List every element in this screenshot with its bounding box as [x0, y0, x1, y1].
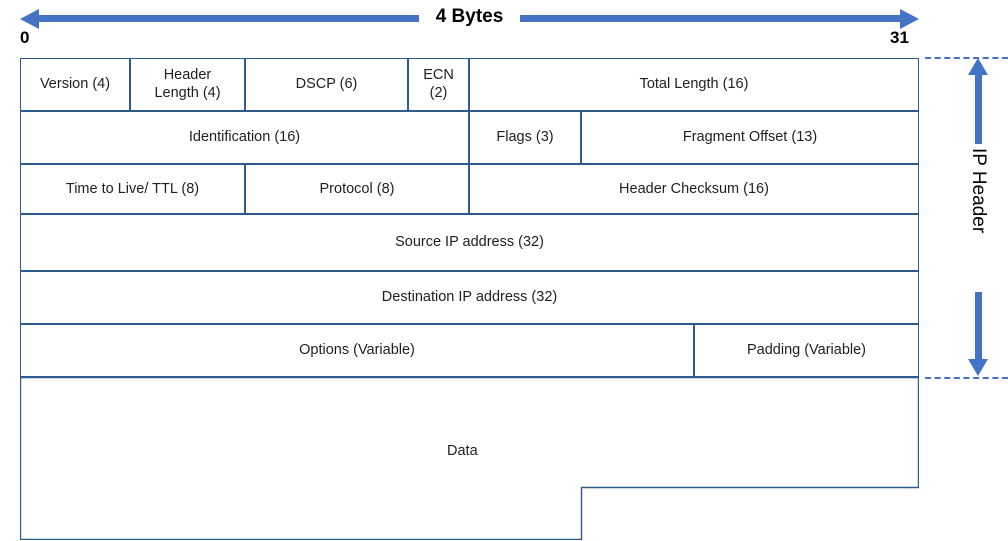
field-identification: Identification (16) [20, 111, 469, 164]
field-dscp: DSCP (6) [245, 58, 408, 111]
field-ecn: ECN(2) [408, 58, 469, 111]
field-source-ip: Source IP address (32) [20, 214, 919, 271]
arrow-head-down-icon [968, 359, 988, 376]
width-label: 4 Bytes [435, 6, 504, 27]
bracket-dash-bottom [925, 377, 1008, 379]
field-protocol: Protocol (8) [245, 164, 469, 214]
bit-index-start: 0 [20, 28, 30, 47]
width-arrow-line-left [38, 15, 419, 22]
arrow-head-up-icon [968, 58, 988, 75]
field-flags: Flags (3) [469, 111, 581, 164]
arrow-head-left-icon [20, 9, 39, 29]
field-header-checksum: Header Checksum (16) [469, 164, 919, 214]
field-padding: Padding (Variable) [694, 324, 919, 377]
field-fragment-offset: Fragment Offset (13) [581, 111, 919, 164]
field-version: Version (4) [20, 58, 130, 111]
field-options: Options (Variable) [20, 324, 694, 377]
arrow-head-right-icon [900, 9, 919, 29]
ip-header-side-label: IP Header [968, 148, 989, 234]
bracket-arrow-line-lower [974, 292, 982, 360]
field-data-label: Data [447, 443, 478, 459]
data-block-outline [20, 377, 919, 540]
bracket-dash-top [925, 57, 1008, 59]
field-data-block: Data [20, 377, 919, 540]
field-destination-ip: Destination IP address (32) [20, 271, 919, 324]
bracket-arrow-line-upper [974, 74, 982, 144]
field-total-length: Total Length (16) [469, 58, 919, 111]
width-arrow-line-right [520, 15, 901, 22]
field-ttl: Time to Live/ TTL (8) [20, 164, 245, 214]
bit-index-end: 31 [890, 28, 909, 47]
